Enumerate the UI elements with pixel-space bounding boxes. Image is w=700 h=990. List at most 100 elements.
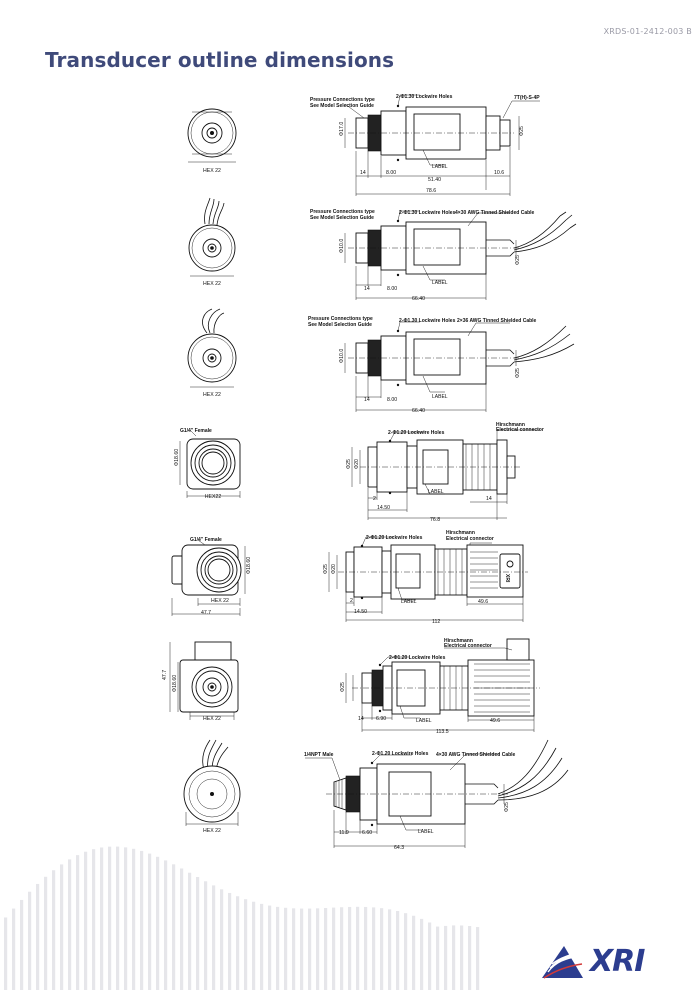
svg-text:14: 14: [486, 496, 492, 502]
svg-text:HEX 22: HEX 22: [203, 828, 221, 834]
wave-bar: [380, 908, 384, 990]
svg-text:LABEL: LABEL: [416, 718, 432, 724]
svg-text:Φ25: Φ25: [515, 368, 521, 378]
svg-text:Φ25: Φ25: [323, 564, 329, 574]
wave-bar: [444, 925, 448, 990]
svg-text:Φ25: Φ25: [340, 682, 346, 692]
drawing-4: G1/4" Female Φ18.60 HEX22 2-Φ1.20 Lockwi…: [174, 422, 544, 523]
svg-text:See Model Selection Guide: See Model Selection Guide: [308, 322, 372, 328]
wave-bar: [396, 911, 400, 990]
svg-text:LABEL: LABEL: [432, 394, 448, 400]
brand-logo-icon: [542, 946, 585, 979]
wave-bar: [228, 892, 232, 990]
wave-bar: [68, 859, 72, 990]
wave-bar: [124, 847, 128, 990]
svg-text:Electrical connector: Electrical connector: [496, 427, 544, 433]
wave-bar: [44, 876, 48, 990]
wave-bar: [36, 883, 40, 990]
svg-text:113.5: 113.5: [436, 729, 449, 735]
wave-bar: [324, 908, 328, 990]
end-view-4: G1/4" Female Φ18.60 HEX22: [174, 428, 241, 500]
wave-bar: [452, 925, 456, 990]
svg-text:Φ20: Φ20: [354, 459, 360, 469]
svg-text:7T(H)-S-4P: 7T(H)-S-4P: [514, 95, 540, 101]
svg-text:G1/4" Female: G1/4" Female: [180, 428, 212, 434]
svg-text:Φ25: Φ25: [519, 126, 525, 136]
svg-text:Hirschmann: Hirschmann: [496, 422, 525, 428]
svg-text:Φ25: Φ25: [515, 255, 521, 265]
svg-text:8.00: 8.00: [386, 170, 396, 176]
end-view-7: HEX 22: [183, 739, 241, 834]
svg-text:XRI: XRI: [504, 574, 510, 583]
svg-text:HEX 22: HEX 22: [211, 598, 229, 604]
wave-bar: [244, 899, 248, 990]
svg-text:2: 2: [350, 598, 353, 604]
wave-bar: [84, 851, 88, 990]
svg-text:Φ25: Φ25: [504, 802, 510, 812]
svg-text:10.6: 10.6: [494, 170, 504, 176]
wave-bar: [436, 926, 440, 990]
wave-bar: [420, 918, 424, 990]
side-view-3: Pressure Connections type See Model Sele…: [308, 316, 575, 414]
svg-text:LABEL: LABEL: [428, 489, 444, 495]
svg-text:14.50: 14.50: [377, 505, 390, 511]
svg-text:14: 14: [358, 716, 364, 722]
svg-text:14.50: 14.50: [354, 609, 367, 615]
wave-bar: [156, 856, 160, 990]
svg-text:2: 2: [373, 496, 376, 502]
wave-bar: [292, 908, 296, 990]
svg-text:1/4NPT Male: 1/4NPT Male: [304, 752, 334, 758]
svg-text:4×30 AWG Tinned Shielded Cable: 4×30 AWG Tinned Shielded Cable: [455, 210, 535, 216]
svg-text:See Model Selection Guide: See Model Selection Guide: [310, 103, 374, 109]
svg-text:8.00: 8.00: [387, 286, 397, 292]
wave-bar: [268, 905, 272, 990]
wave-bar: [348, 906, 352, 990]
svg-text:49.6: 49.6: [478, 599, 488, 605]
svg-text:See Model Selection Guide: See Model Selection Guide: [310, 215, 374, 221]
end-view-1: HEX 22: [187, 108, 237, 174]
svg-text:Φ25: Φ25: [346, 459, 352, 469]
wave-bar: [196, 877, 200, 990]
svg-text:Φ10.0: Φ10.0: [339, 239, 345, 253]
svg-text:HEX 22: HEX 22: [203, 392, 221, 398]
wave-bar: [100, 847, 104, 990]
wave-bar: [372, 907, 376, 990]
svg-text:47.7: 47.7: [162, 670, 168, 680]
wave-bar: [60, 864, 64, 990]
svg-text:11.9: 11.9: [339, 830, 349, 836]
wave-bar: [308, 908, 312, 990]
wave-bar: [20, 899, 24, 990]
drawing-3: HEX 22 Pressure Connections type See Mod…: [187, 308, 575, 414]
svg-text:LABEL: LABEL: [432, 280, 448, 286]
svg-text:LABEL: LABEL: [432, 164, 448, 170]
svg-text:14: 14: [360, 170, 366, 176]
hex-label: HEX 22: [203, 168, 221, 174]
svg-text:2-Φ1.20 Lockwire Holes: 2-Φ1.20 Lockwire Holes: [389, 655, 446, 661]
wave-bar: [148, 853, 152, 990]
svg-text:Pressure Connections type: Pressure Connections type: [310, 97, 375, 103]
brand-name: XRI: [590, 944, 645, 979]
wave-bar: [220, 889, 224, 990]
wave-bar: [236, 896, 240, 990]
document-id: XRDS-01-2412-003 B: [603, 27, 692, 36]
svg-text:G1/4" Female: G1/4" Female: [190, 537, 222, 543]
wave-bar: [172, 864, 176, 990]
wave-bar: [260, 903, 264, 990]
wave-bar: [92, 849, 96, 990]
svg-text:47.7: 47.7: [201, 610, 211, 616]
svg-text:Φ18.60: Φ18.60: [172, 675, 178, 692]
svg-text:Electrical connector: Electrical connector: [446, 536, 494, 542]
end-view-6: 47.7 Φ18.60 HEX 22: [162, 641, 239, 722]
svg-text:49.6: 49.6: [490, 718, 500, 724]
side-view-7: 1/4NPT Male 2-Φ1.20 Lockwire Holes 4×30 …: [304, 739, 569, 851]
svg-text:Electrical connector: Electrical connector: [444, 643, 492, 649]
drawing-7: HEX 22 1/4NPT Male 2-Φ1.20 Lockwire Hole…: [183, 739, 569, 851]
svg-text:64.3: 64.3: [394, 845, 404, 851]
wave-bar: [212, 885, 216, 990]
svg-text:112: 112: [432, 619, 440, 625]
wave-bar: [332, 907, 336, 990]
wave-bar: [180, 868, 184, 990]
svg-text:51.40: 51.40: [428, 177, 441, 183]
